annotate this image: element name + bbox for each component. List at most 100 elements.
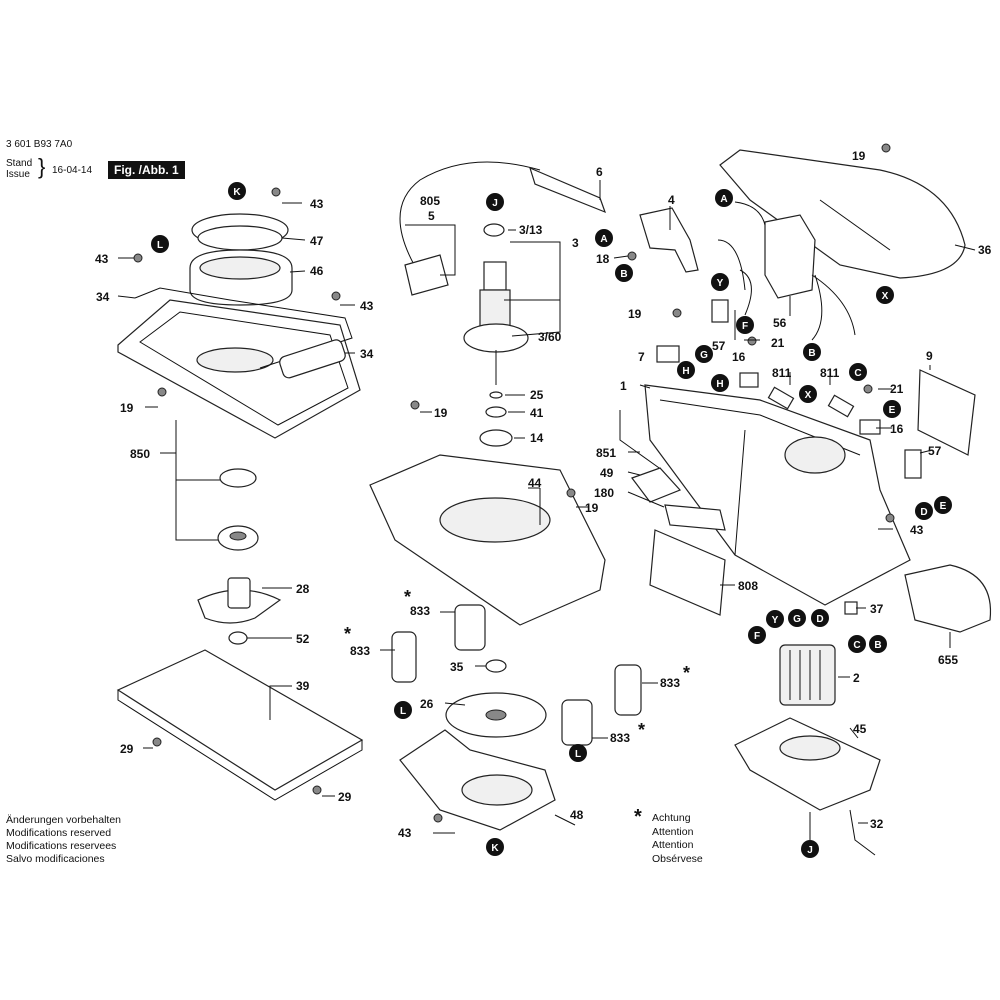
- part-label-3-60: 3/60: [538, 330, 562, 344]
- label-808-shape: [649, 529, 726, 616]
- ref-mark-g: G: [788, 609, 806, 627]
- part-37-shape: [844, 601, 858, 615]
- wrench-851-shape: [619, 410, 663, 471]
- ref-mark-g: G: [695, 345, 713, 363]
- ref-mark-f: F: [736, 316, 754, 334]
- part-label-833: 833: [610, 731, 630, 745]
- leader-56-57-16: [734, 296, 791, 341]
- part-label-21: 21: [771, 336, 785, 350]
- svg-text:G: G: [700, 350, 708, 361]
- field-coil-shape: [779, 644, 836, 706]
- figure-label: Fig. /Abb. 1: [108, 161, 185, 179]
- part-label-16: 16: [890, 422, 904, 436]
- part-label-18: 18: [596, 252, 610, 266]
- part-label-57: 57: [712, 339, 726, 353]
- part-shapes: [116, 143, 992, 856]
- svg-text:X: X: [882, 291, 889, 302]
- svg-text:D: D: [920, 507, 927, 518]
- screw-icon: [133, 253, 143, 263]
- part-label-7: 7: [638, 350, 645, 364]
- ref-mark-j: J: [486, 193, 504, 211]
- part-label-180: 180: [594, 486, 614, 500]
- svg-text:A: A: [600, 234, 607, 245]
- asterisk-mark: *: [683, 663, 690, 683]
- part-label-14: 14: [530, 431, 544, 445]
- screw-icon: [331, 291, 341, 301]
- fan-hub-shape: [485, 709, 507, 721]
- part-label-19: 19: [852, 149, 866, 163]
- ref-mark-a: A: [715, 189, 733, 207]
- screw-icon: [627, 251, 637, 261]
- attention-line: Attention: [652, 839, 694, 851]
- leader-18: [613, 255, 629, 259]
- ref-mark-b: B: [869, 635, 887, 653]
- clamp-lever-shape: [279, 339, 346, 379]
- svg-text:L: L: [157, 240, 163, 251]
- motor-housing-shape: [644, 384, 911, 606]
- part-label-41: 41: [530, 406, 544, 420]
- svg-text:C: C: [853, 640, 860, 651]
- seal-ring-inner-shape: [197, 225, 283, 251]
- wiring-shape: [717, 201, 856, 341]
- ref-mark-d: D: [811, 609, 829, 627]
- svg-text:H: H: [682, 366, 689, 377]
- switch-shape: [639, 207, 699, 273]
- screw-icon: [566, 488, 576, 498]
- housing-bore-shape: [439, 497, 551, 543]
- leader-29: [143, 747, 335, 797]
- svg-text:B: B: [874, 640, 881, 651]
- document-number: 3 601 B93 7A0: [6, 139, 73, 150]
- screw-set: [133, 143, 895, 823]
- spring-32-shape: [849, 809, 876, 856]
- part-label-44: 44: [528, 476, 542, 490]
- dust-box-shape: [904, 564, 992, 633]
- svg-text:X: X: [805, 390, 812, 401]
- part-label-851: 851: [596, 446, 616, 460]
- part-label-35: 35: [450, 660, 464, 674]
- asterisk-mark: *: [344, 624, 351, 644]
- ref-mark-l: L: [151, 235, 169, 253]
- svg-text:F: F: [754, 631, 760, 642]
- power-cord-shape: [399, 161, 541, 276]
- damper-833-left-shape: [391, 631, 417, 683]
- part-label-28: 28: [296, 582, 310, 596]
- cover-45-shape: [734, 717, 881, 811]
- part-label-29: 29: [120, 742, 134, 756]
- part-label-39: 39: [296, 679, 310, 693]
- damper-833-shape: [454, 604, 486, 651]
- svg-text:K: K: [491, 843, 499, 854]
- part-label-19: 19: [628, 307, 642, 321]
- modifications-note: Änderungen vorbehalten Modifications res…: [6, 814, 121, 866]
- screw-icon: [881, 143, 891, 153]
- attention-note: Achtung Attention Attention Obsérvese: [652, 812, 703, 866]
- ref-mark-b: B: [615, 264, 633, 282]
- housing-shell-36-shape: [719, 149, 966, 279]
- leader-811-21-16: [789, 372, 892, 429]
- part-label-25: 25: [530, 388, 544, 402]
- terminal-57-right-shape: [904, 449, 922, 479]
- part-label-833: 833: [350, 644, 370, 658]
- duct-opening-shape: [199, 256, 281, 280]
- carbon-brush-left-shape: [767, 386, 795, 410]
- brush-holder-left-shape: [739, 372, 759, 388]
- part-180-shape: [664, 504, 726, 531]
- damper-833-right-shape: [614, 664, 642, 716]
- svg-text:Y: Y: [772, 615, 779, 626]
- part-label-808: 808: [738, 579, 758, 593]
- part-label-833: 833: [410, 604, 430, 618]
- attention-line: Achtung: [652, 812, 691, 824]
- carbon-brush-right-shape: [827, 394, 855, 418]
- fan-360-shape: [463, 323, 529, 353]
- svg-text:F: F: [742, 321, 748, 332]
- footer-line: Modifications reservees: [6, 840, 117, 852]
- ref-mark-h: H: [677, 361, 695, 379]
- label-9-shape: [917, 369, 976, 456]
- part-label-45: 45: [853, 722, 867, 736]
- svg-text:D: D: [816, 614, 823, 625]
- svg-text:G: G: [793, 614, 801, 625]
- svg-text:B: B: [620, 269, 627, 280]
- part-label-9: 9: [926, 349, 933, 363]
- part-label-850: 850: [130, 447, 150, 461]
- part-label-43: 43: [360, 299, 374, 313]
- terminal-57-shape: [711, 299, 729, 323]
